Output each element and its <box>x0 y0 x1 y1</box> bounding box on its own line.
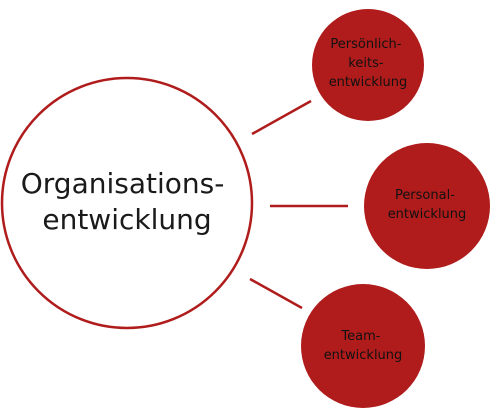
center-label: Organisations- entwicklung <box>21 167 234 236</box>
satellite-label-persoenlichkeitsentwicklung: Persönlich- keits- entwicklung <box>329 37 408 90</box>
satellite-circle-persoenlichkeitsentwicklung <box>312 9 424 121</box>
satellite-circle-teamentwicklung <box>301 284 425 408</box>
satellite-circle-personalentwicklung <box>364 143 490 269</box>
satellite-label-teamentwicklung: Team- entwicklung <box>324 329 403 363</box>
satellite-label-line: Persönlich- <box>330 37 401 52</box>
connector-line-bottom <box>249 277 303 310</box>
center-label-line-1: Organisations- <box>21 167 225 200</box>
satellite-label-personalentwicklung: Personal- entwicklung <box>388 188 467 222</box>
satellite-label-line: Team- <box>340 329 380 344</box>
satellite-label-line: Personal- <box>395 188 455 203</box>
connector-line-top <box>251 99 312 136</box>
satellite-label-line: keits- <box>348 56 384 71</box>
center-label-line-2: entwicklung <box>42 203 211 236</box>
center-circle <box>0 76 254 330</box>
satellite-label-line: entwicklung <box>329 75 408 90</box>
satellite-label-line: entwicklung <box>388 207 467 222</box>
satellite-label-line: entwicklung <box>324 348 403 363</box>
